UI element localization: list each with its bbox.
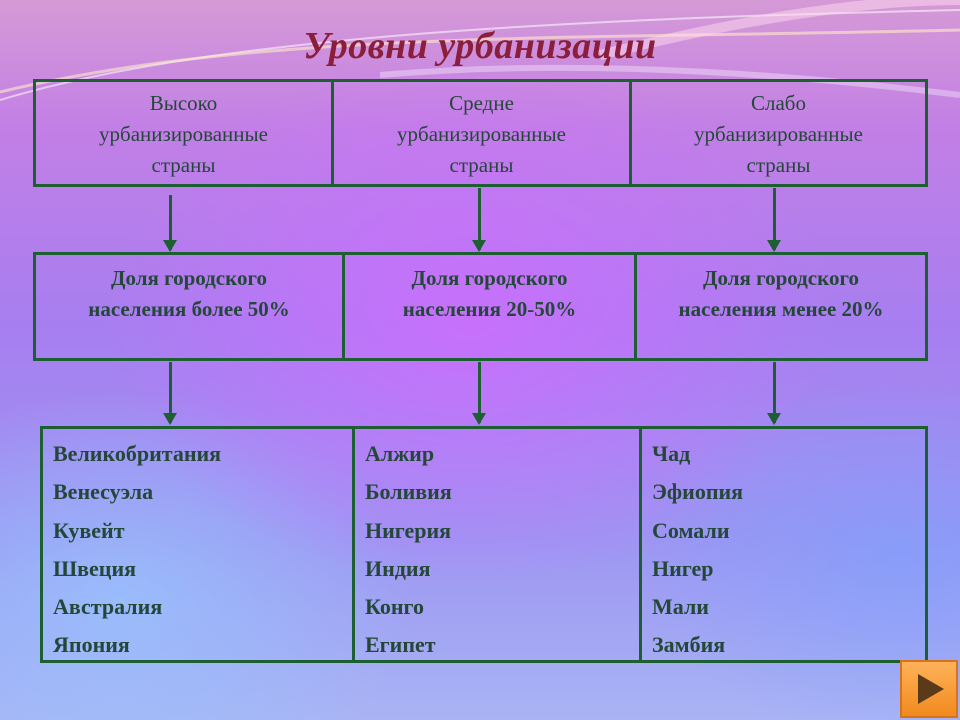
level-cell-low: Слабо урбанизированные страны [632,82,925,184]
list-item: Швеция [53,555,137,581]
list-item: Боливия [365,479,452,505]
list-item: Венесуэла [53,479,154,505]
list-item: Австралия [53,594,163,620]
background-swoosh-decoration [0,0,960,101]
arrow-down-icon [163,362,177,425]
list-item: Нигерия [365,517,452,543]
share-label-high: Доля городского населения более 50% [88,266,290,321]
list-item: Замбия [652,632,726,658]
level-cell-high: Высоко урбанизированные страны [36,82,334,184]
arrow-down-icon [472,188,486,252]
list-item: Кувейт [53,517,125,543]
list-item: Эфиопия [652,479,744,505]
arrow-down-icon [767,188,781,252]
level-label-high: Высоко урбанизированные страны [99,90,268,177]
arrow-down-icon [767,362,781,425]
list-item: Япония [53,632,130,658]
share-cell-medium: Доля городского населения 20-50% [345,255,637,358]
list-item: Великобритания [53,441,222,466]
share-label-medium: Доля городского населения 20-50% [402,266,577,321]
urban-population-share-row: Доля городского населения более 50% Доля… [33,252,928,361]
list-item: Мали [652,594,709,620]
list-item: Чад [652,441,691,466]
countries-row: Великобритания Венесуэла Кувейт Швеция А… [40,426,928,663]
arrow-down-icon [472,362,486,425]
level-label-medium: Средне урбанизированные страны [397,90,566,177]
urbanization-levels-row: Высоко урбанизированные страны Средне ур… [33,79,928,187]
countries-column-low: Чад Эфиопия Сомали Нигер Мали Замбия [642,429,925,660]
level-cell-medium: Средне урбанизированные страны [334,82,632,184]
countries-column-high: Великобритания Венесуэла Кувейт Швеция А… [43,429,355,660]
list-item: Конго [365,594,424,620]
list-item: Сомали [652,517,730,543]
next-slide-button[interactable] [900,660,958,718]
arrow-down-icon [163,195,177,252]
share-cell-low: Доля городского населения менее 20% [637,255,925,358]
page-title: Уровни урбанизации [303,25,657,67]
list-item: Египет [365,632,436,658]
countries-column-medium: Алжир Боливия Нигерия Индия Конго Египет [355,429,642,660]
level-label-low: Слабо урбанизированные страны [694,90,863,177]
list-item: Нигер [652,555,714,581]
list-item: Индия [365,555,431,581]
share-cell-high: Доля городского населения более 50% [36,255,345,358]
list-item: Алжир [365,441,435,466]
share-label-low: Доля городского населения менее 20% [678,266,884,321]
